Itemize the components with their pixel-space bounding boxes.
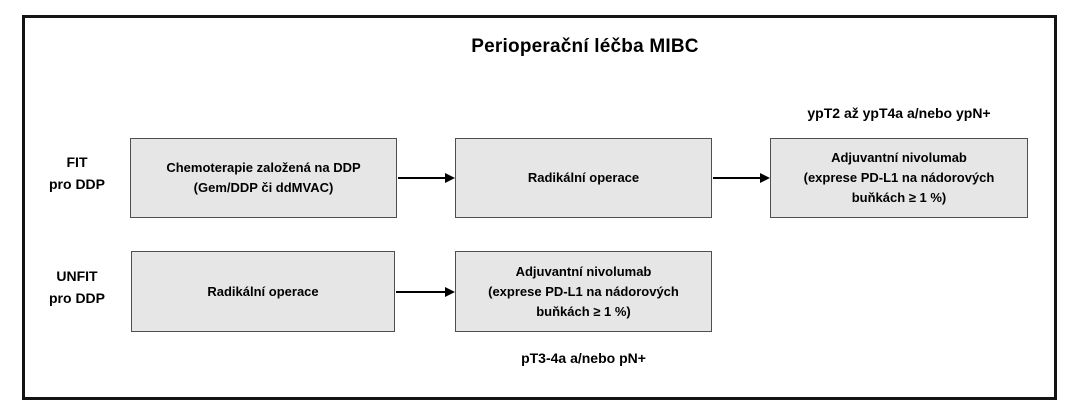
box-radical-surgery-unfit: Radikální operace — [131, 251, 395, 332]
box-adjuvant-nivolumab-unfit: Adjuvantní nivolumab (exprese PD-L1 na n… — [455, 251, 712, 332]
box-radical-surgery-unfit-line1: Radikální operace — [207, 283, 319, 299]
arrow-shaft — [713, 177, 762, 179]
row-label-fit: FIT pro DDP — [27, 151, 127, 195]
box-adjuvant-nivolumab-unfit-line1: Adjuvantní nivolumab — [515, 263, 652, 279]
arrow-right-icon — [396, 286, 455, 298]
row-label-fit-line2: pro DDP — [49, 176, 105, 192]
box-chemotherapy-ddp-line1: Chemoterapie založená na DDP — [166, 160, 361, 175]
annotation-pt-stage: pT3-4a a/nebo pN+ — [521, 350, 646, 366]
box-adjuvant-nivolumab-fit-line1: Adjuvantní nivolumab — [831, 150, 967, 165]
arrow-head-icon — [760, 173, 770, 183]
arrow-right-icon — [398, 172, 455, 184]
diagram-title: Perioperační léčba MIBC — [471, 36, 699, 57]
box-adjuvant-nivolumab-fit-line3: buňkách ≥ 1 %) — [851, 190, 947, 205]
arrow-head-icon — [445, 173, 455, 183]
row-label-unfit-line1: UNFIT — [56, 268, 98, 284]
box-radical-surgery-fit: Radikální operace — [455, 138, 712, 218]
row-label-unfit-line2: pro DDP — [49, 290, 105, 306]
arrow-shaft — [396, 291, 447, 293]
box-adjuvant-nivolumab-unfit-line2: (exprese PD-L1 na nádorových — [488, 283, 679, 299]
annotation-ypt-stage: ypT2 až ypT4a a/nebo ypN+ — [807, 105, 991, 121]
row-label-unfit: UNFIT pro DDP — [27, 265, 127, 309]
box-chemotherapy-ddp: Chemoterapie založená na DDP (Gem/DDP či… — [130, 138, 397, 218]
arrow-head-icon — [445, 287, 455, 297]
box-chemotherapy-ddp-line2: (Gem/DDP či ddMVAC) — [193, 180, 334, 195]
box-adjuvant-nivolumab-unfit-line3: buňkách ≥ 1 %) — [536, 303, 631, 319]
box-radical-surgery-fit-line1: Radikální operace — [527, 170, 640, 185]
box-adjuvant-nivolumab-fit-line2: (exprese PD-L1 na nádorových — [803, 170, 995, 185]
box-adjuvant-nivolumab-fit: Adjuvantní nivolumab (exprese PD-L1 na n… — [770, 138, 1028, 218]
row-label-fit-line1: FIT — [66, 154, 88, 170]
arrow-right-icon — [713, 172, 770, 184]
arrow-shaft — [398, 177, 447, 179]
